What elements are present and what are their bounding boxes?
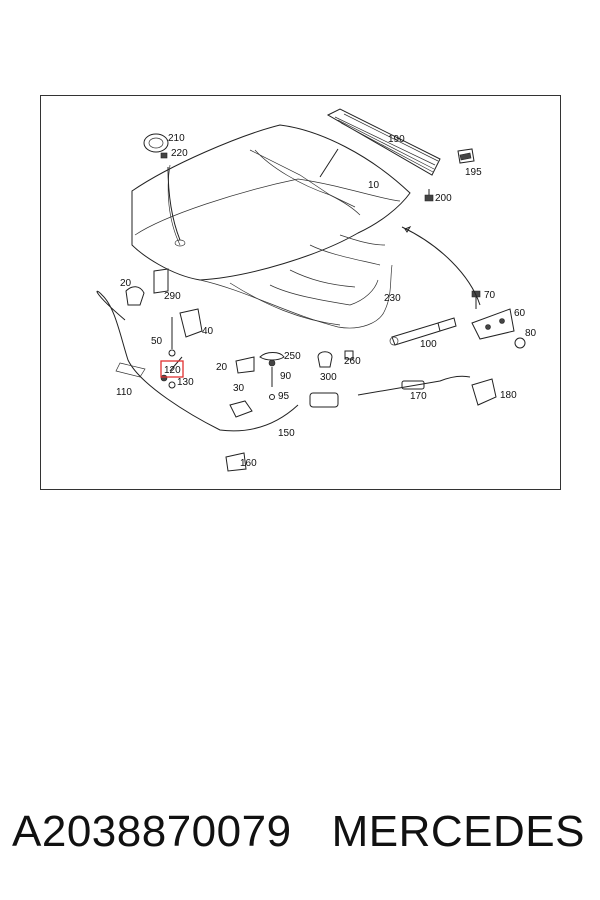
hinge-part xyxy=(471,308,515,340)
callout-30: 30 xyxy=(233,383,245,394)
emblem-part xyxy=(143,133,169,159)
callout-250: 250 xyxy=(284,351,301,362)
gas-strut-part xyxy=(389,317,457,346)
latch-part xyxy=(125,268,203,338)
callout-180: 180 xyxy=(500,390,517,401)
callout-130: 130 xyxy=(177,377,194,388)
callout-210: 210 xyxy=(168,133,185,144)
callout-260: 260 xyxy=(344,356,361,367)
callout-220: 220 xyxy=(171,148,188,159)
callout-90: 90 xyxy=(280,371,292,382)
callout-200: 200 xyxy=(435,193,452,204)
small-parts xyxy=(160,317,354,472)
grille-part xyxy=(326,108,441,176)
callout-95: 95 xyxy=(278,391,290,402)
callout-195: 195 xyxy=(465,167,482,178)
part-caption: A2038870079 MERCEDES xyxy=(12,802,592,862)
callout-70: 70 xyxy=(484,290,496,301)
callout-170: 170 xyxy=(410,391,427,402)
callout-50: 50 xyxy=(151,336,163,347)
leader-lines xyxy=(167,148,481,372)
callout-230: 230 xyxy=(384,293,401,304)
callout-20b: 20 xyxy=(216,362,228,373)
callout-40: 40 xyxy=(202,326,214,337)
cable-part-170 xyxy=(357,375,497,406)
callout-100: 100 xyxy=(420,339,437,350)
callout-290: 290 xyxy=(164,291,181,302)
brand-name: MERCEDES xyxy=(331,807,585,856)
callout-20a: 20 xyxy=(120,278,132,289)
highlight-box xyxy=(160,360,184,378)
bolt-parts xyxy=(424,189,526,349)
clip-part-195 xyxy=(457,148,475,164)
callout-110: 110 xyxy=(116,387,132,398)
hood-part xyxy=(131,124,411,329)
callout-160: 160 xyxy=(240,458,257,469)
callout-150: 150 xyxy=(278,428,295,439)
parts-diagram: 10 20 20 30 40 50 60 70 80 90 95 100 110… xyxy=(96,108,537,472)
callout-300: 300 xyxy=(320,372,337,383)
callout-10: 10 xyxy=(368,180,380,191)
callout-190: 190 xyxy=(388,134,405,145)
release-cable-part xyxy=(96,290,339,432)
callout-60: 60 xyxy=(514,308,526,319)
callout-80: 80 xyxy=(525,328,537,339)
part-number: A2038870079 xyxy=(12,807,292,856)
callout-120: 120 xyxy=(164,365,181,376)
